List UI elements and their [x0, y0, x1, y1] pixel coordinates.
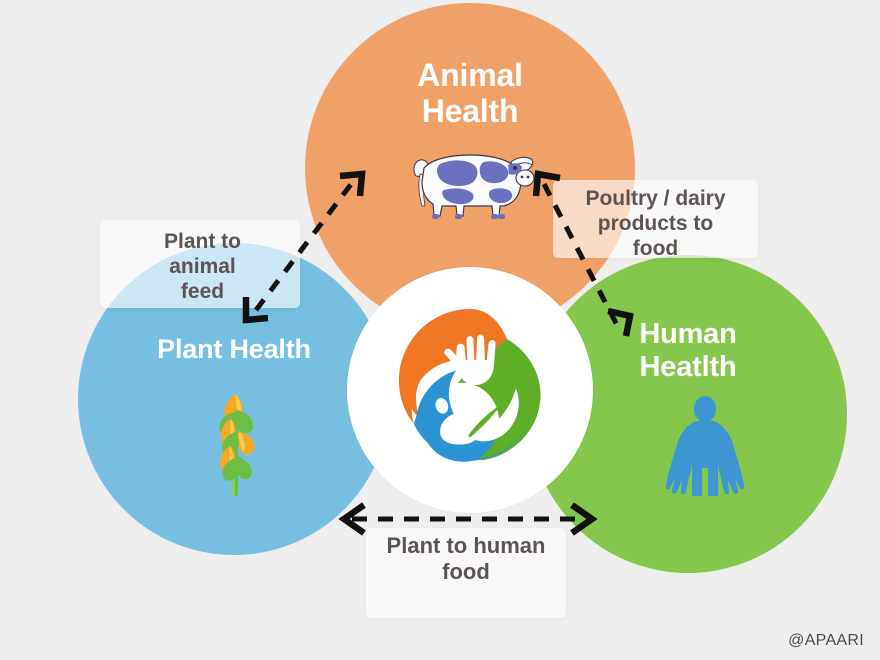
- arrowhead-to-plant-left: [242, 297, 269, 324]
- label-box-poultry-dairy: [553, 180, 758, 258]
- arrowhead-bottom-right: [570, 502, 598, 536]
- arrowhead-to-animal-right: [532, 170, 561, 197]
- center-white-disc: [347, 267, 593, 513]
- hand-icon: [444, 334, 496, 386]
- arrow-plant-to-animal-line: [254, 181, 354, 312]
- paw-icon: [435, 392, 485, 445]
- leaf-icon: [468, 388, 519, 442]
- label-box-plant-to-human-food: [366, 528, 566, 618]
- watermark: @APAARI: [788, 632, 864, 649]
- arrow-animal-to-human-line: [541, 182, 621, 329]
- one-health-triskelion-logo[interactable]: [382, 302, 558, 478]
- arrowhead-to-animal: [339, 170, 366, 197]
- arrowhead-bottom-left: [338, 502, 366, 536]
- label-box-plant-to-animal-feed: [100, 220, 300, 308]
- arrowhead-to-human: [607, 307, 634, 337]
